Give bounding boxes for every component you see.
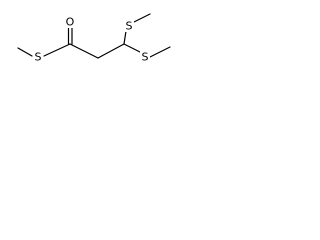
bond-methylene-methine	[97, 43, 125, 59]
bond-sulfur-lower-methyl	[149, 46, 171, 58]
atom-labels: O S S S	[33, 16, 150, 64]
bond-sulfur-carbonyl	[43, 43, 71, 57]
bond-sulfur-upper-methyl	[131, 13, 151, 24]
bond-methine-sulfur-upper	[123, 30, 127, 45]
atom-sulfur-thioester: S	[35, 51, 42, 64]
bond-group	[17, 13, 171, 59]
molecule-diagram: O S S S	[17, 13, 171, 64]
atom-oxygen: O	[66, 16, 75, 29]
bond-methyl-sulfur-left	[17, 47, 33, 57]
bond-methine-sulfur-lower	[123, 43, 141, 53]
atom-sulfur-upper: S	[126, 20, 133, 33]
bond-carbonyl-methylene	[69, 43, 99, 59]
atom-sulfur-lower: S	[142, 51, 149, 64]
